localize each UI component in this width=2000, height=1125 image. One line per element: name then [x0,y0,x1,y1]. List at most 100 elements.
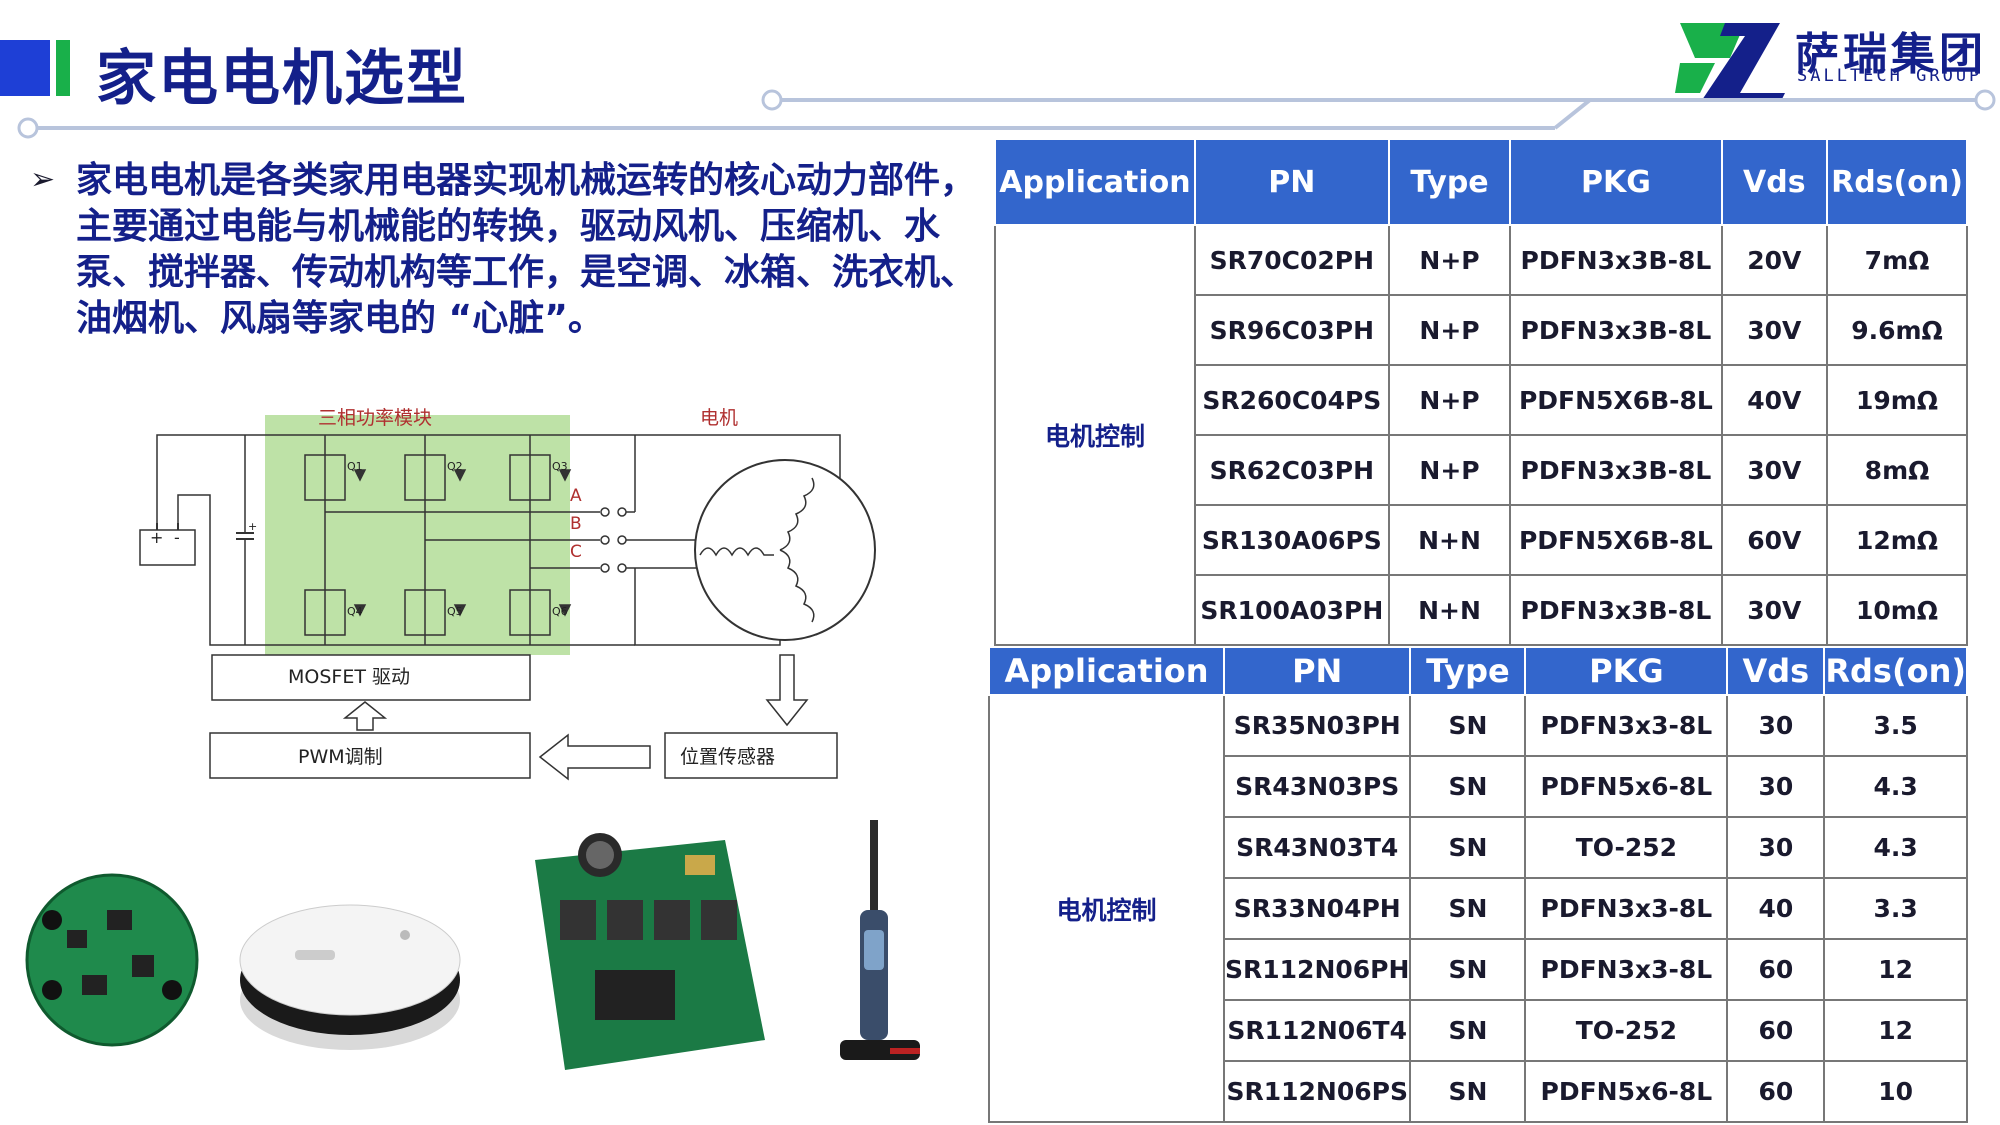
table-row: 电机控制 SR70C02PH N+P PDFN3x3B-8L 20V 7mΩ [994,225,1968,646]
type-cell: SN [1409,1061,1526,1123]
pwm-box [209,732,531,779]
table-row: SR96C03PH N+P PDFN3x3B-8L 30V 9.6mΩ [995,295,1968,366]
pn-cell: SR70C02PH [1193,225,1389,296]
q2-label: Q2 [447,460,463,473]
position-sensor-label: 位置传感器 [680,746,776,768]
table-row: SR130A06PS N+N PDFN5X6B-8L 60V 12mΩ [995,505,1968,576]
table-row: SR260C04PS N+P PDFN5X6B-8L 40V 19mΩ [995,365,1968,436]
pkg-cell: TO-252 [1524,1000,1728,1062]
type-cell: N+P [1387,365,1511,436]
table-row: SR33N04PH SN PDFN3x3-8L 40 3.3 [989,878,1968,940]
table-row: SR112N06PS SN PDFN5x6-8L 60 10 [989,1061,1968,1123]
pn-cell: SR260C04PS [1193,365,1389,436]
col-application: Application [994,138,1196,226]
vds-cell: 60 [1726,1061,1825,1123]
vds-cell: 30V [1720,295,1828,366]
battery-plus-label: + [150,528,164,547]
table-row: 电机控制 SR35N03PH SN PDFN3x3-8L 30 3.5 [987,695,1968,1123]
logo-text-cn: 萨瑞集团 [1795,29,1987,80]
rdson-cell: 19mΩ [1826,365,1968,436]
application-cell: 电机控制 [994,225,1196,646]
pn-cell: SR33N04PH [1223,878,1411,940]
stick-vacuum-photo [840,820,920,1060]
salltech-logo-icon [1675,23,1785,98]
type-cell: N+N [1387,505,1511,576]
rdson-cell: 9.6mΩ [1826,295,1968,366]
pn-cell: SR112N06T4 [1223,1000,1411,1062]
pkg-cell: PDFN5x6-8L [1524,1061,1728,1123]
vds-cell: 20V [1720,225,1828,296]
pn-cell: SR112N06PH [1223,939,1411,1001]
robot-vacuum-photo [239,904,461,1050]
motor-label: 电机 [700,407,739,429]
bullet-arrow-icon: ➢ [30,162,56,197]
table-header-row: Application PN Type PKG Vds Rds(on) [994,138,1968,226]
product-table-np: Application PN Type PKG Vds Rds(on) 电机控制… [994,138,1968,646]
col-pn: PN [1223,646,1412,696]
table-header-row: Application PN Type PKG Vds Rds(on) [987,646,1968,696]
pn-cell: SR130A06PS [1193,505,1389,576]
q6-label: Q6 [552,605,568,618]
type-cell: SN [1409,817,1526,879]
phase-b-label: B [570,514,582,534]
vds-cell: 30V [1720,575,1828,646]
power-module-area [265,415,570,655]
rdson-cell: 10mΩ [1826,575,1968,646]
table-row: SR100A03PH N+N PDFN3x3B-8L 30V 10mΩ [995,575,1968,646]
title-accent-bar [0,40,50,96]
col-vds: Vds [1720,138,1829,226]
pkg-cell: PDFN3x3-8L [1524,878,1728,940]
pkg-cell: PDFN3x3B-8L [1509,575,1722,646]
position-sensor-box [664,732,838,779]
rdson-cell: 12 [1823,1000,1968,1062]
type-cell: N+P [1387,435,1511,506]
col-pkg: PKG [1524,646,1729,696]
table-row: SR112N06PH SN PDFN3x3-8L 60 12 [989,939,1968,1001]
table-row: SR112N06T4 SN TO-252 60 12 [989,1000,1968,1062]
col-pkg: PKG [1509,138,1723,226]
motor-symbol [694,459,876,641]
pkg-cell: TO-252 [1524,817,1728,879]
pn-cell: SR96C03PH [1193,295,1389,366]
rdson-cell: 4.3 [1823,756,1968,818]
header-decoration-lines [17,89,1996,139]
application-cell: 电机控制 [987,695,1226,1123]
rdson-cell: 12 [1823,939,1968,1001]
pkg-cell: PDFN3x3B-8L [1509,225,1722,296]
pn-cell: SR100A03PH [1193,575,1389,646]
pn-cell: SR62C03PH [1193,435,1389,506]
q1-label: Q1 [347,460,363,473]
table-row: SR43N03PS SN PDFN5x6-8L 30 4.3 [989,756,1968,818]
vds-cell: 30V [1720,435,1828,506]
vds-cell: 30 [1726,756,1825,818]
q4-label: Q4 [347,605,363,618]
pkg-cell: PDFN3x3B-8L [1509,435,1722,506]
intro-text: 家电电机是各类家用电器实现机械运转的核心动力部件，主要通过电能与机械能的转换，驱… [76,160,977,339]
table-row: SR62C03PH N+P PDFN3x3B-8L 30V 8mΩ [995,435,1968,506]
pkg-cell: PDFN5X6B-8L [1509,505,1722,576]
vds-cell: 60V [1720,505,1828,576]
vds-cell: 60 [1726,939,1825,1001]
motor-drive-circuit-diagram [139,415,876,781]
pkg-cell: PDFN3x3-8L [1524,939,1728,1001]
q5-label: Q5 [447,605,463,618]
rdson-cell: 3.3 [1823,878,1968,940]
title-accent-bar-green [56,40,70,96]
phase-a-label: A [570,486,582,506]
col-rdson: Rds(on) [1826,138,1968,226]
vds-cell: 30 [1726,695,1825,757]
type-cell: N+P [1387,225,1511,296]
power-module-label: 三相功率模块 [318,407,433,429]
type-cell: SN [1409,878,1526,940]
col-application: Application [987,646,1226,696]
vds-cell: 40 [1726,878,1825,940]
logo-text-en: SALLTECH GROUP [1797,66,1983,86]
rdson-cell: 7mΩ [1826,225,1968,296]
phase-c-label: C [570,542,582,562]
pn-cell: SR43N03T4 [1223,817,1411,879]
mosfet-driver-label: MOSFET 驱动 [288,666,410,688]
pn-cell: SR43N03PS [1223,756,1411,818]
q3-label: Q3 [552,460,568,473]
round-motor-pcb-photo [25,873,199,1047]
rdson-cell: 8mΩ [1826,435,1968,506]
